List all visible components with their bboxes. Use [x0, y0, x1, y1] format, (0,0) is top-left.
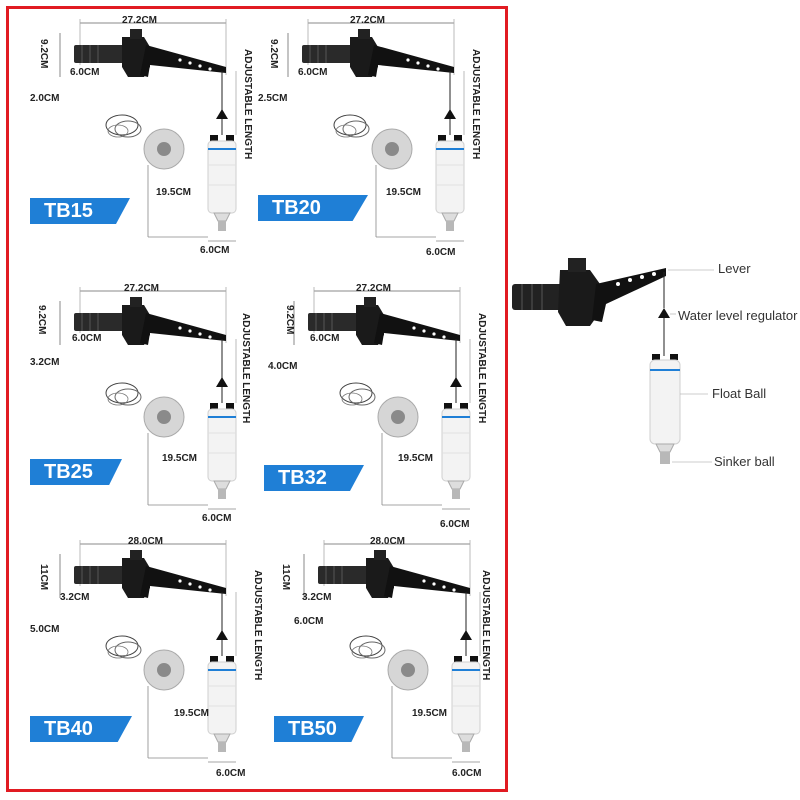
valve-drawing-graphic [303, 540, 481, 763]
adjustable-length-label: ADJUSTABLE LENGTH [242, 49, 253, 160]
valve-drawing-graphic [59, 540, 237, 763]
width-dimension: 27.2CM [122, 15, 158, 26]
thread-dimension: 2.5CM [258, 93, 288, 104]
parts-diagram-graphic [512, 258, 714, 464]
product-panel-tb32: 27.2CM 9.2CM 6.0CM 4.0CM ADJUSTABLE LENG… [264, 283, 500, 530]
adjustable-length-label: ADJUSTABLE LENGTH [470, 49, 481, 160]
float-diameter-dimension: 6.0CM [216, 768, 246, 779]
adjustable-length-label: ADJUSTABLE LENGTH [476, 313, 487, 424]
model-badge: TB15 [30, 198, 130, 224]
callout-float-ball: Float Ball [712, 386, 767, 401]
float-length-dimension: 19.5CM [174, 708, 210, 719]
width-dimension: 27.2CM [350, 15, 386, 26]
pipe-dimension: 6.0CM [298, 67, 328, 78]
valve-drawing-graphic [59, 287, 237, 510]
height-dimension: 9.2CM [38, 39, 49, 69]
callout-water-level-regulator: Water level regulator [678, 308, 798, 323]
float-length-dimension: 19.5CM [398, 453, 434, 464]
product-panel-tb15: 27.2CM 9.2CM 6.0CM 2.0CM ADJUSTABLE LENG… [30, 15, 266, 256]
parts-diagram: Lever Water level regulator Float Ball S… [508, 250, 800, 490]
pipe-dimension: 6.0CM [70, 67, 100, 78]
width-dimension: 27.2CM [124, 283, 160, 294]
height-dimension: 9.2CM [36, 305, 47, 335]
model-badge: TB50 [274, 716, 364, 742]
pipe-dimension: 6.0CM [72, 333, 102, 344]
thread-dimension: 5.0CM [30, 624, 60, 635]
adjustable-length-label: ADJUSTABLE LENGTH [240, 313, 251, 424]
valve-drawing-graphic [293, 287, 471, 510]
pipe-dimension: 6.0CM [310, 333, 340, 344]
width-dimension: 28.0CM [128, 536, 164, 547]
float-length-dimension: 19.5CM [386, 187, 422, 198]
float-diameter-dimension: 6.0CM [200, 245, 230, 256]
height-dimension: 9.2CM [284, 305, 295, 335]
pipe-dimension: 3.2CM [60, 592, 90, 603]
thread-dimension: 3.2CM [30, 357, 60, 368]
width-dimension: 27.2CM [356, 283, 392, 294]
model-badge: TB32 [264, 465, 364, 491]
valve-drawing-graphic [287, 19, 465, 242]
model-badge: TB20 [258, 195, 368, 221]
product-frame [6, 6, 508, 792]
product-panel-tb25: 27.2CM 9.2CM 6.0CM 3.2CM ADJUSTABLE LENG… [30, 283, 266, 524]
thread-dimension: 4.0CM [268, 361, 298, 372]
product-panel-tb20: 27.2CM 9.2CM 6.0CM 2.5CM ADJUSTABLE LENG… [258, 15, 494, 258]
thread-dimension: 2.0CM [30, 93, 60, 104]
float-diameter-dimension: 6.0CM [452, 768, 482, 779]
pipe-dimension: 3.2CM [302, 592, 332, 603]
float-diameter-dimension: 6.0CM [440, 519, 470, 530]
product-panel-tb50: 28.0CM 11CM 3.2CM 6.0CM ADJUSTABLE LENGT… [274, 536, 500, 779]
callout-lever: Lever [718, 261, 751, 276]
model-badge: TB40 [30, 716, 132, 742]
float-diameter-dimension: 6.0CM [426, 247, 456, 258]
float-diameter-dimension: 6.0CM [202, 513, 232, 524]
height-dimension: 9.2CM [268, 39, 279, 69]
adjustable-length-label: ADJUSTABLE LENGTH [480, 570, 491, 681]
float-length-dimension: 19.5CM [156, 187, 192, 198]
product-panel-tb40: 28.0CM 11CM 3.2CM 5.0CM ADJUSTABLE LENGT… [30, 536, 266, 779]
adjustable-length-label: ADJUSTABLE LENGTH [252, 570, 263, 681]
float-length-dimension: 19.5CM [412, 708, 448, 719]
callout-sinker-ball: Sinker ball [714, 454, 775, 469]
height-dimension: 11CM [280, 564, 291, 591]
model-badge: TB25 [30, 459, 122, 485]
thread-dimension: 6.0CM [294, 616, 324, 627]
valve-drawing-graphic [59, 19, 237, 242]
width-dimension: 28.0CM [370, 536, 406, 547]
float-length-dimension: 19.5CM [162, 453, 198, 464]
height-dimension: 11CM [38, 564, 49, 591]
